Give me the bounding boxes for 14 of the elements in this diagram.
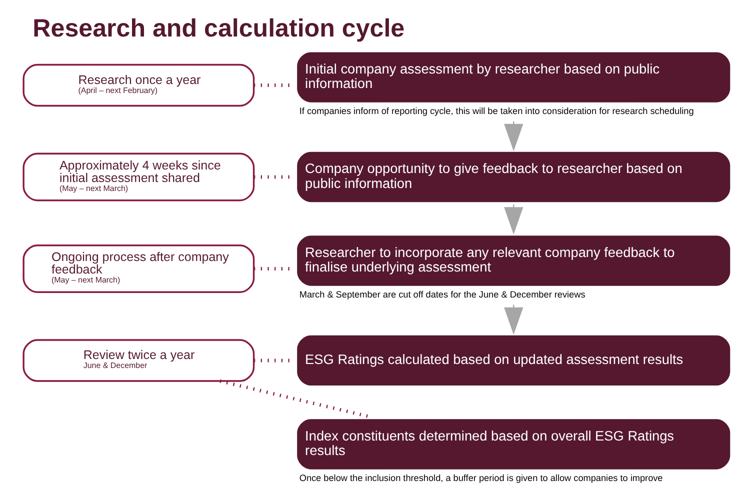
node-box: Review twice a year June & December xyxy=(22,339,254,382)
connector xyxy=(219,379,368,418)
diagram-title: Research and calculation cycle xyxy=(32,14,404,42)
node-box: Index constituents determined based on overall ESG Ratings results xyxy=(296,419,730,470)
node-box: Initial company assessment by researcher based on public information xyxy=(296,52,730,102)
node-box: Company opportunity to give feedback to researcher based on public information xyxy=(296,152,730,202)
node-label: Once below the inclusion threshold, a buffer period is given to allow companies to improve xyxy=(298,473,662,484)
node-box: Approximately 4 weeks since initial assessment shared (May – next March) xyxy=(22,152,254,202)
node-box: Researcher to incorporate any relevant company feedback to finalise underlying assessment xyxy=(296,236,730,286)
node-label: March & September are cut off dates for the June & December reviews xyxy=(298,290,585,300)
node-label: If companies inform of reporting cycle, this will be taken into consideration for research scheduling xyxy=(298,106,694,116)
node-box: Ongoing process after company feedback (May – next March) xyxy=(22,244,254,293)
node-box: Research once a year (April – next February) xyxy=(22,64,254,107)
node-box: ESG Ratings calculated based on updated assessment results xyxy=(296,335,730,386)
